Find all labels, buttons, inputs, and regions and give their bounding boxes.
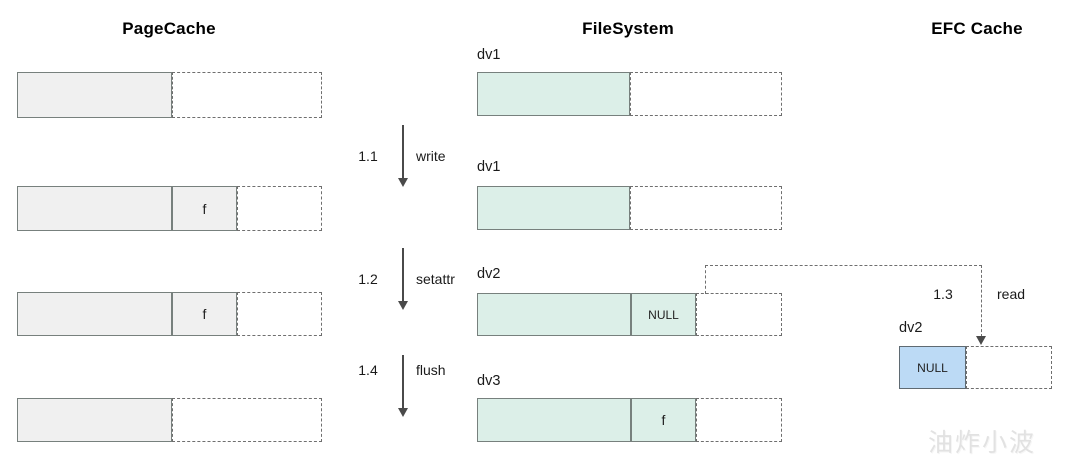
pagecache-row-3-f-cell: f xyxy=(172,292,237,336)
read-connector-origin-stub xyxy=(705,265,706,294)
efc-cache-caption: dv2 xyxy=(899,320,923,336)
read-connector-horizontal-segment xyxy=(705,265,982,266)
filesystem-row-3-empty-block xyxy=(696,293,782,336)
step-label-write: write xyxy=(416,148,446,164)
column-header-efc-cache: EFC Cache xyxy=(931,19,1023,38)
read-connector-arrowhead xyxy=(976,336,986,345)
filesystem-row-4-f-cell: f xyxy=(631,398,696,442)
efc-cache-null-block: NULL xyxy=(899,346,966,389)
filesystem-row-3-caption: dv2 xyxy=(477,266,501,282)
filesystem-row-4-data-block xyxy=(477,398,631,442)
step-number-1-3: 1.3 xyxy=(933,286,953,302)
column-header-filesystem: FileSystem xyxy=(582,19,674,38)
step-number-1-1: 1.1 xyxy=(358,148,378,164)
column-header-pagecache: PageCache xyxy=(122,19,216,38)
efc-cache-null-label: NULL xyxy=(917,360,948,375)
step-number-1-2: 1.2 xyxy=(358,271,378,287)
pagecache-row-3-f-label: f xyxy=(202,306,207,322)
pagecache-row-1-filled-block xyxy=(17,72,172,118)
pagecache-row-3-empty-block xyxy=(237,292,322,336)
filesystem-row-2-caption: dv1 xyxy=(477,159,501,175)
pagecache-row-3-filled-block xyxy=(17,292,172,336)
step-number-1-4: 1.4 xyxy=(358,362,378,378)
filesystem-row-2-empty-block xyxy=(630,186,782,230)
pagecache-row-2-f-cell: f xyxy=(172,186,237,231)
filesystem-row-4-caption: dv3 xyxy=(477,373,501,389)
pagecache-row-2-filled-block xyxy=(17,186,172,231)
filesystem-row-1-empty-block xyxy=(630,72,782,116)
pagecache-row-4-filled-block xyxy=(17,398,172,442)
filesystem-row-1-data-block xyxy=(477,72,630,116)
pagecache-row-1-empty-block xyxy=(172,72,322,118)
filesystem-row-3-data-block xyxy=(477,293,631,336)
efc-cache-empty-block xyxy=(966,346,1052,389)
watermark-text: 油炸小波 xyxy=(928,428,1037,457)
filesystem-row-4-f-label: f xyxy=(661,412,666,428)
step-label-setattr: setattr xyxy=(416,271,455,287)
pagecache-row-2-f-label: f xyxy=(202,200,207,217)
filesystem-row-2-data-block xyxy=(477,186,630,230)
pagecache-row-4-empty-block xyxy=(172,398,322,442)
filesystem-row-3-null-label: NULL xyxy=(648,307,679,322)
step-label-read: read xyxy=(997,286,1026,302)
filesystem-row-3-null-cell: NULL xyxy=(631,293,696,336)
filesystem-row-1-caption: dv1 xyxy=(477,47,501,63)
step-label-flush: flush xyxy=(416,362,446,378)
pagecache-row-2-empty-block xyxy=(237,186,322,231)
read-connector-vertical-segment xyxy=(981,265,982,337)
filesystem-row-4-empty-block xyxy=(696,398,782,442)
